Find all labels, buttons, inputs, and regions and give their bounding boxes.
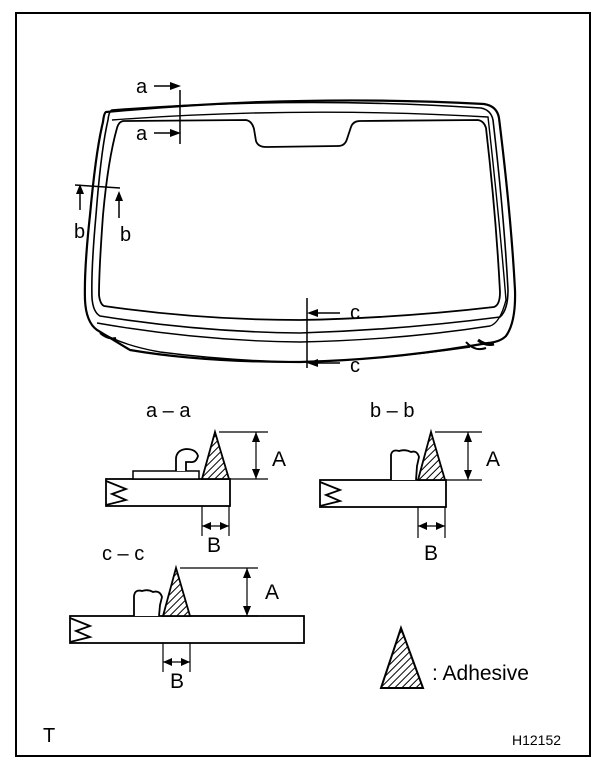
section-marker-b: b b: [74, 184, 131, 246]
section-title-bb: b – b: [370, 400, 414, 422]
label-c-bottom: c: [350, 355, 360, 377]
section-c-c: c – c A B: [69, 543, 305, 693]
dim-label-B-bb: B: [424, 542, 438, 565]
section-a-a: a – a A B: [105, 400, 286, 557]
label-a-bottom: a: [136, 123, 148, 145]
adhesive-legend: : Adhesive: [379, 624, 529, 689]
label-b-right: b: [120, 224, 131, 246]
dim-label-A-aa: A: [272, 448, 286, 471]
dim-label-A-bb: A: [486, 448, 500, 471]
dim-label-B-cc: B: [170, 670, 184, 693]
section-marker-c: c c: [306, 298, 360, 377]
label-a-top: a: [136, 76, 148, 98]
section-title-aa: a – a: [146, 400, 191, 422]
dim-label-B-aa: B: [207, 534, 221, 557]
figure-code: H12152: [512, 732, 561, 748]
footer-left-mark: T: [43, 725, 55, 747]
label-c-top: c: [350, 302, 360, 324]
label-b-left: b: [74, 221, 85, 243]
legend-adhesive-label: : Adhesive: [432, 662, 529, 685]
section-title-cc: c – c: [102, 543, 144, 565]
dim-label-A-cc: A: [265, 581, 279, 604]
windshield-overview: [83, 99, 517, 364]
section-marker-a: a a: [136, 76, 181, 145]
outer-frame: [15, 12, 591, 757]
adhesive-symbol: [379, 624, 425, 689]
section-b-b: b – b A B: [319, 400, 500, 565]
